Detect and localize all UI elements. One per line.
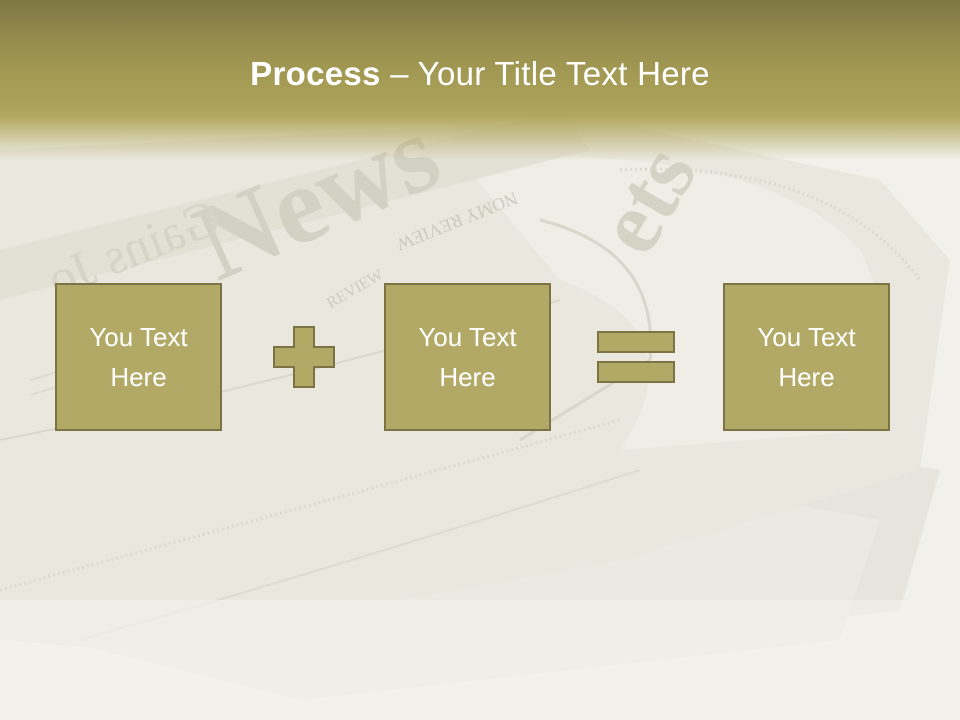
title-bar [0,0,960,160]
plus-icon [273,326,335,388]
process-box-1-text: You Text Here [89,322,188,392]
process-box-1[interactable]: You Text Here [55,283,222,431]
equals-icon [597,331,675,383]
process-box-3-text: You Text Here [757,322,856,392]
slide-title-rest: – Your Title Text Here [380,55,710,92]
process-box-2-text: You Text Here [418,322,517,392]
slide-title[interactable]: Process – Your Title Text Here [0,55,960,93]
slide-title-bold: Process [250,55,381,92]
process-box-2[interactable]: You Text Here [384,283,551,431]
process-box-3[interactable]: You Text Here [723,283,890,431]
